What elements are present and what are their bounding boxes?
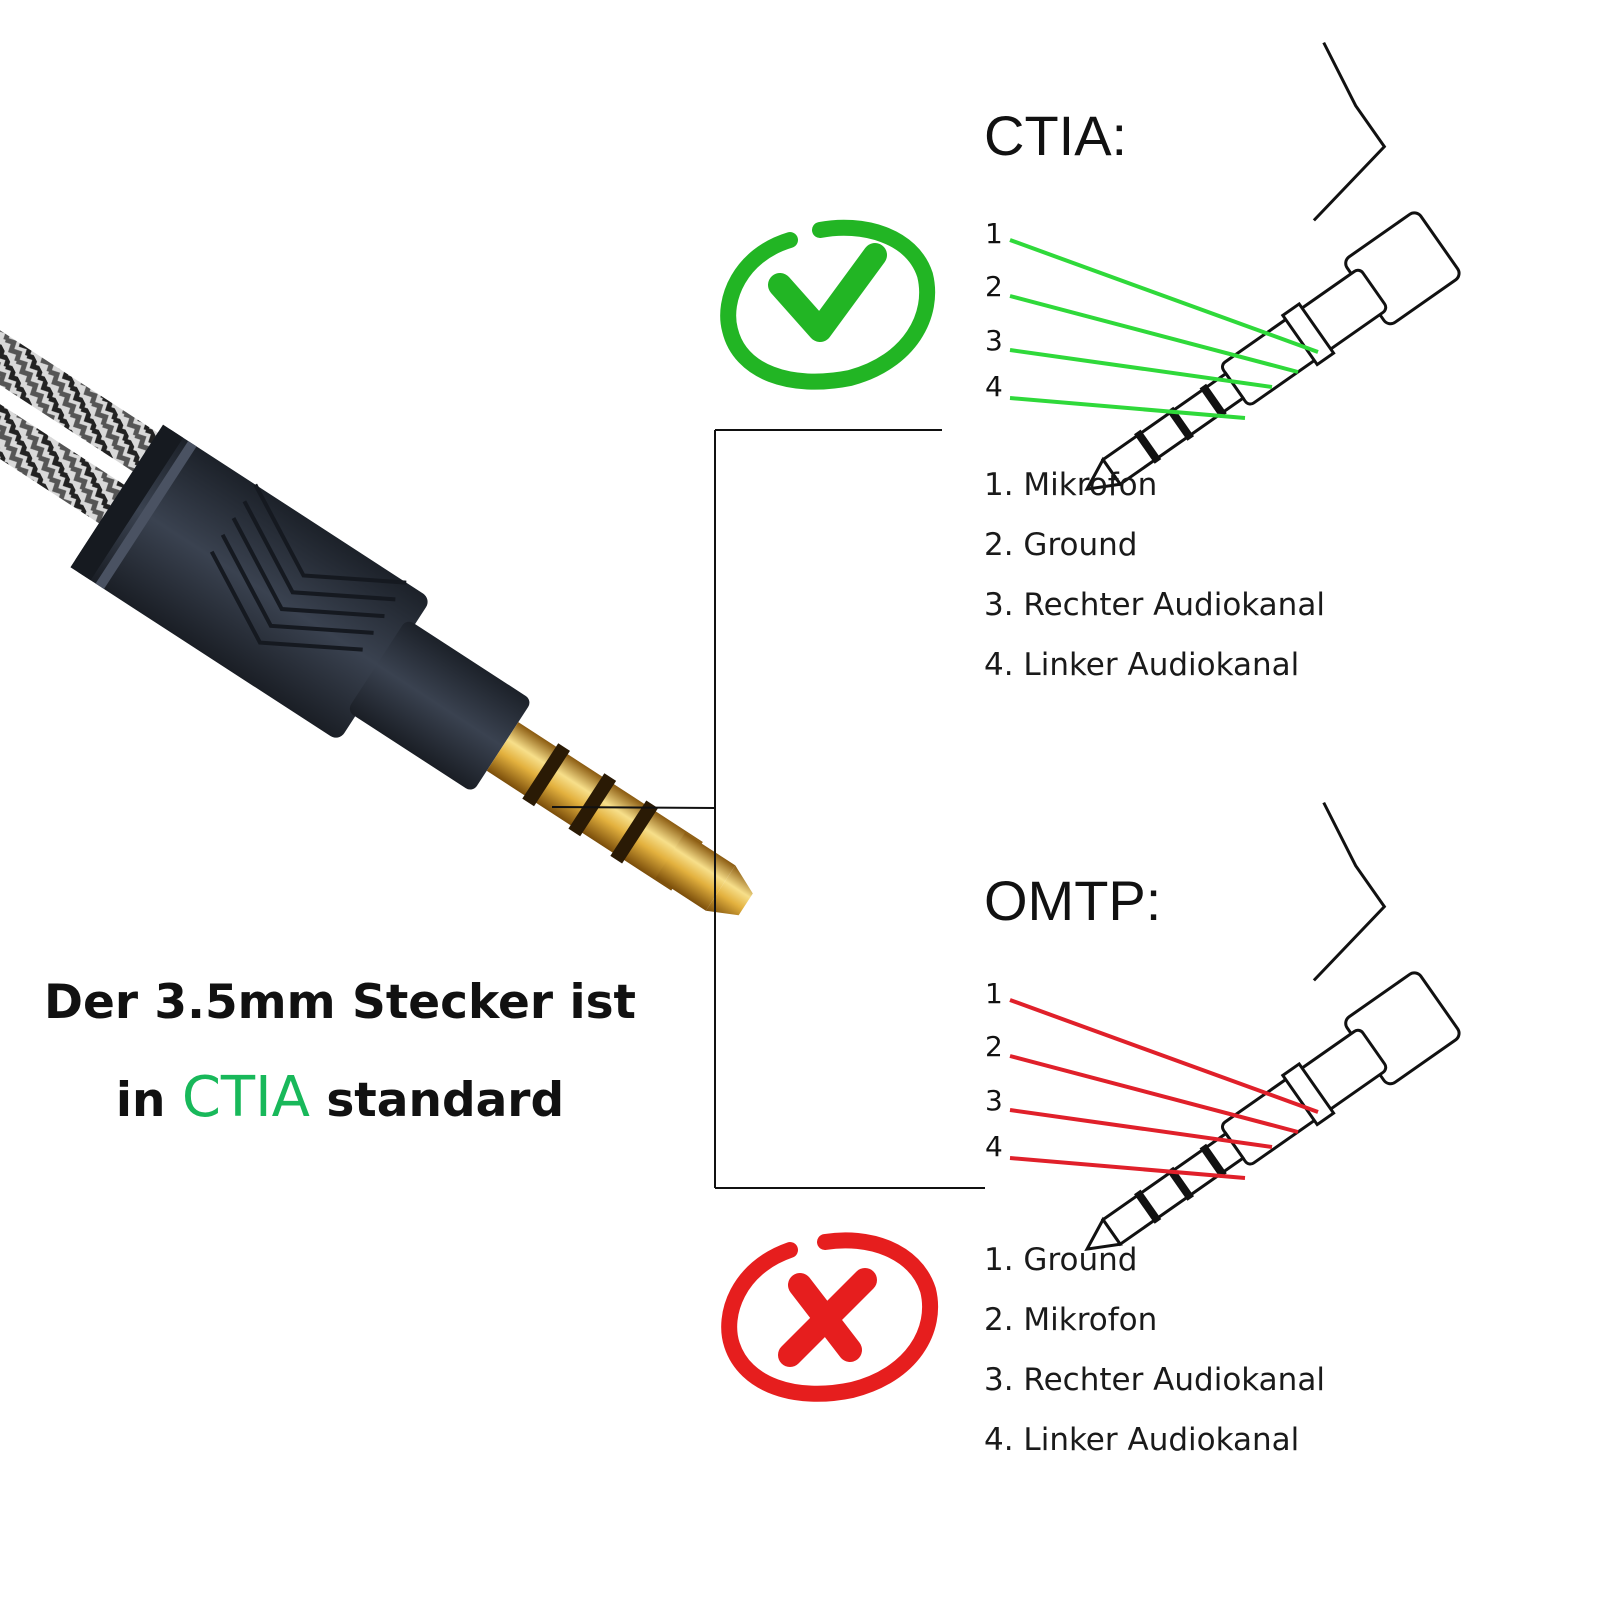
caption-highlight: CTIA [181, 1065, 310, 1130]
caption-suffix: standard [326, 1073, 565, 1128]
ctia-pin-number: 2 [985, 270, 1003, 303]
ctia-pin-line [1009, 396, 1246, 420]
ctia-pin-number: 3 [985, 324, 1003, 357]
ctia-pin-lines [1009, 238, 1319, 420]
list-item: 3. Rechter Audiokanal [984, 587, 1325, 623]
omtp-pin-number: 3 [985, 1084, 1003, 1117]
omtp-pin-number: 4 [985, 1130, 1003, 1163]
plug-body [74, 428, 428, 738]
ctia-pin-line [1009, 238, 1319, 354]
omtp-heading: OMTP: [984, 869, 1162, 932]
check-icon [720, 219, 936, 390]
ctia-jack-diagram [1009, 41, 1461, 492]
caption-prefix: in [115, 1073, 166, 1128]
list-item: 3. Rechter Audiokanal [984, 1362, 1325, 1398]
cross-icon [721, 1232, 939, 1402]
list-item: 4. Linker Audiokanal [984, 647, 1300, 683]
omtp-pin-number: 1 [985, 977, 1003, 1010]
ctia-pin-list: 1. Mikrofon 2. Ground 3. Rechter Audioka… [984, 455, 1325, 695]
ctia-pin-line [1009, 294, 1299, 374]
list-item: 1. Ground [984, 1242, 1138, 1278]
omtp-pin-line [1009, 1054, 1299, 1134]
ctia-heading: CTIA: [984, 104, 1128, 167]
omtp-pin-line [1009, 998, 1319, 1114]
plug-gold-pin [486, 722, 753, 916]
list-item: 2. Ground [984, 527, 1138, 563]
jack-plug-illustration [0, 303, 753, 916]
list-item: 2. Mikrofon [984, 1302, 1158, 1338]
connector-bracket [551, 429, 985, 1189]
omtp-pin-line [1009, 1108, 1273, 1149]
list-item: 4. Linker Audiokanal [984, 1422, 1300, 1458]
ctia-pin-number: 1 [985, 217, 1003, 250]
omtp-jack-diagram [1009, 801, 1461, 1252]
omtp-pin-list: 1. Ground 2. Mikrofon 3. Rechter Audioka… [984, 1230, 1325, 1470]
omtp-pin-lines [1009, 998, 1319, 1180]
ctia-pin-number: 4 [985, 370, 1003, 403]
omtp-pin-line [1009, 1156, 1246, 1180]
caption-line-1: Der 3.5mm Stecker ist [43, 975, 637, 1030]
caption-line-2: in CTIA standard [30, 1065, 650, 1130]
ctia-pin-line [1009, 348, 1273, 389]
plug-neck [349, 621, 530, 790]
list-item: 1. Mikrofon [984, 467, 1158, 503]
omtp-pin-number: 2 [985, 1030, 1003, 1063]
